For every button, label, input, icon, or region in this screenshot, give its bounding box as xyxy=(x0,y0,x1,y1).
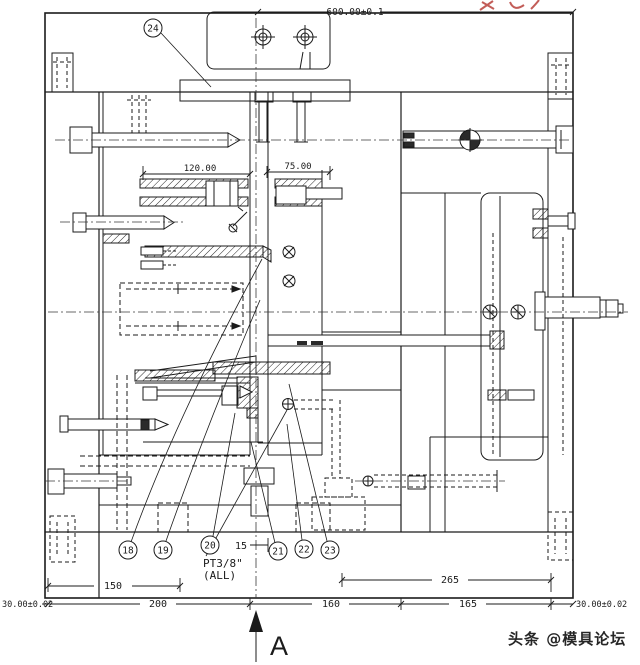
long-ejector-bar xyxy=(212,330,505,375)
side-lock-screw xyxy=(532,208,576,455)
balloon-18: 18 xyxy=(118,540,138,560)
dimension-lines xyxy=(42,8,577,610)
balloon-19: 19 xyxy=(153,540,173,560)
balloon-20: 20 xyxy=(200,535,220,555)
surface-finish-mark xyxy=(228,206,248,233)
cooling-plug-icon xyxy=(282,398,294,410)
guide-rod-mid xyxy=(72,212,175,244)
clamp-slot-bottom-left xyxy=(49,515,76,563)
balloon-20-label: 20 xyxy=(204,541,216,552)
balloon-24: 24 xyxy=(143,18,163,38)
dim-label-15: 15 xyxy=(235,541,247,552)
thread-note-line2: (ALL) xyxy=(203,569,236,582)
balloon-22-label: 22 xyxy=(298,545,309,556)
dim-label-left-plate: 30.00±0.02 xyxy=(2,600,53,610)
guide-rod-lower xyxy=(59,415,170,433)
section-label: A xyxy=(270,631,288,661)
balloon-21: 21 xyxy=(268,541,288,561)
handwritten-red-mark xyxy=(479,0,540,11)
lower-core-insert xyxy=(142,376,322,444)
balloon-18-label: 18 xyxy=(122,546,134,557)
slide-travel-box xyxy=(119,282,244,336)
dim-label-top-width: 600.00±0.1 xyxy=(326,7,383,18)
balloon-23-label: 23 xyxy=(324,546,335,557)
thread-note: PT3/8" (ALL) xyxy=(203,557,243,582)
screw-section-icon xyxy=(282,245,296,288)
cooling-pipe-hidden xyxy=(294,399,366,531)
alignment-hole-icon xyxy=(293,25,317,49)
dim-label-200: 200 xyxy=(149,599,167,610)
balloon-callouts: 24 18 19 20 21 22 23 xyxy=(118,18,340,561)
dim-label-265: 265 xyxy=(441,575,459,586)
section-arrow: A xyxy=(249,610,288,662)
balloon-leaders xyxy=(130,32,328,557)
alignment-hole-icon xyxy=(251,25,275,49)
centerlines xyxy=(45,18,628,598)
dim-label-165: 165 xyxy=(459,599,477,610)
dimension-labels: 600.00±0.1 120.00 75.00 150 200 160 165 … xyxy=(2,7,627,610)
clamp-slot-bottom-right xyxy=(547,511,574,561)
cavity-plate-stack xyxy=(139,178,343,270)
balloon-21-label: 21 xyxy=(272,547,284,558)
thread-note-line1: PT3/8" xyxy=(203,557,243,570)
dim-label-core: 75.00 xyxy=(284,162,311,172)
dim-label-150: 150 xyxy=(104,581,122,592)
dim-label-160: 160 xyxy=(322,599,340,610)
balloon-19-label: 19 xyxy=(157,546,169,557)
balloon-24-label: 24 xyxy=(147,24,159,35)
clamp-slot-top-right xyxy=(547,52,574,100)
ejector-shaft xyxy=(534,291,624,331)
dim-label-right-plate: 30.00±0.02 xyxy=(576,600,627,610)
watermark: 头条 @模具论坛 xyxy=(508,630,626,648)
mold-base-outline xyxy=(44,12,574,599)
balloon-23: 23 xyxy=(320,540,340,560)
top-clamp-plate xyxy=(179,79,351,102)
dim-label-cavity: 120.00 xyxy=(184,164,217,174)
clamp-slot-top-left xyxy=(51,52,74,93)
balloon-22: 22 xyxy=(294,539,314,559)
